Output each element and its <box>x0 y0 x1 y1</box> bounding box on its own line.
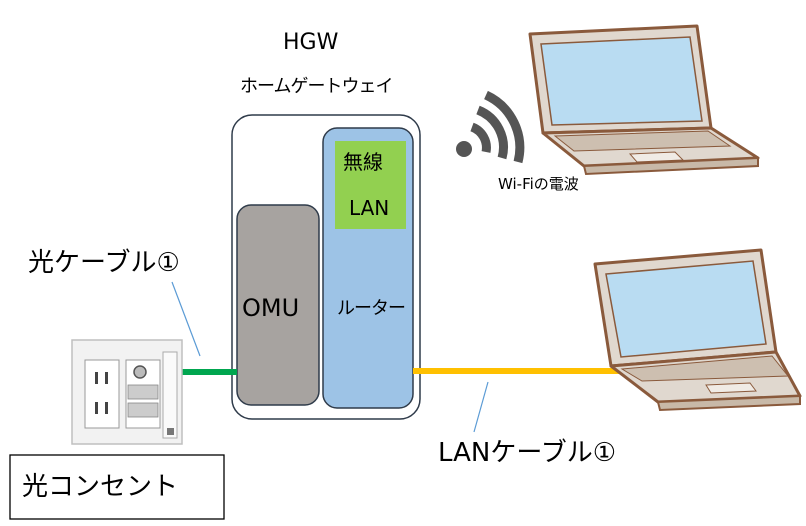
hgw-subtitle: ホームゲートウェイ <box>240 76 393 97</box>
wireless-lan-block <box>335 141 406 229</box>
laptop-icon <box>528 24 760 176</box>
lan-leader-line <box>473 381 489 433</box>
router-label: ルーター <box>337 298 406 319</box>
fiber-cable-label: 光ケーブル① <box>28 248 180 278</box>
wireless-lan-label-line2: LAN <box>349 196 390 220</box>
laptop-icon <box>593 248 802 412</box>
fiber-leader-line <box>171 281 201 357</box>
lan-cable-label: LANケーブル① <box>438 438 617 468</box>
omu-block <box>236 204 320 406</box>
wireless-lan-label-line1: 無線 <box>343 150 383 174</box>
wifi-signal-icon <box>456 90 525 164</box>
outlet-label: 光コンセント <box>22 472 179 502</box>
wall-outlet-icon <box>71 339 183 445</box>
outlet-label-box <box>9 454 225 520</box>
omu-label: OMU <box>242 294 300 322</box>
hgw-title: HGW <box>283 30 339 55</box>
wifi-label: Wi-Fiの電波 <box>498 175 579 193</box>
